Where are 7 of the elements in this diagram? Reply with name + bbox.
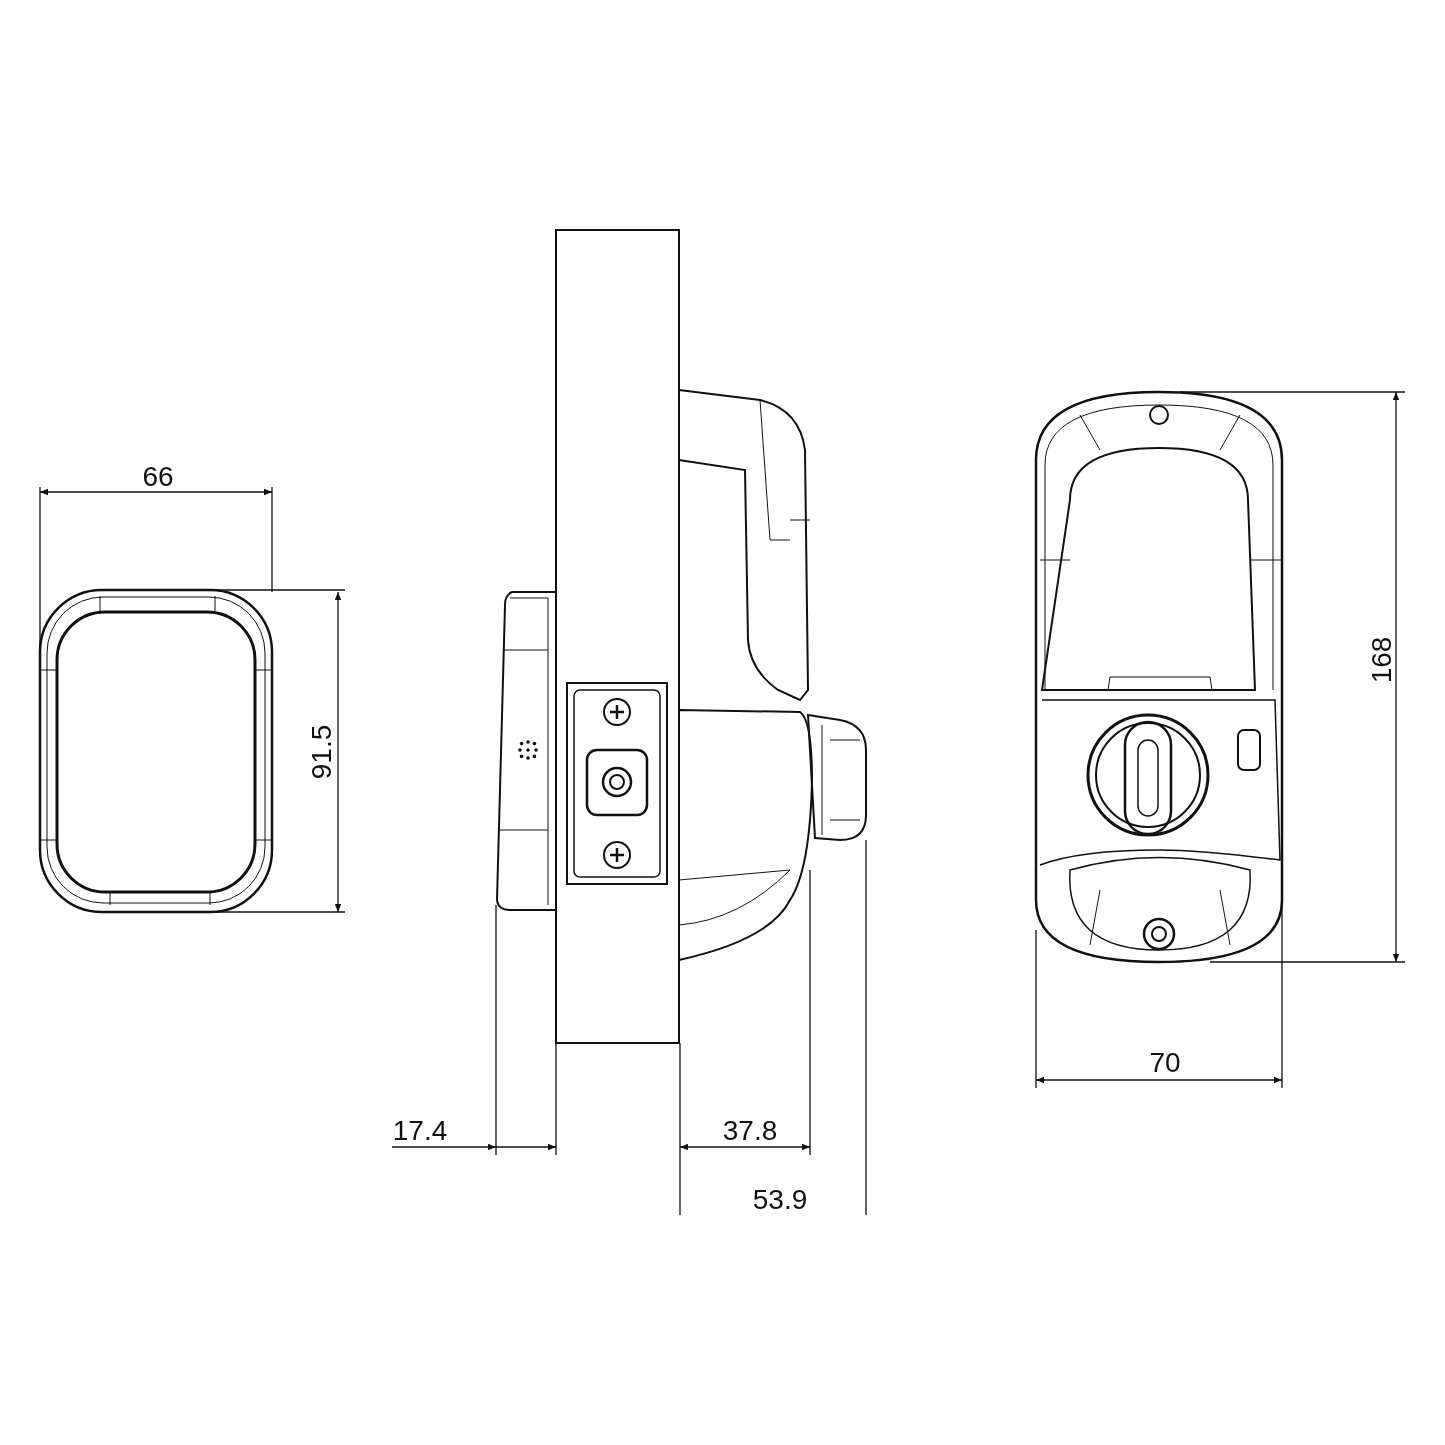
dimension-value: 91.5 [308, 724, 336, 780]
dimension-value: 37.8 [722, 1117, 778, 1145]
dimension-value: 168 [1368, 636, 1396, 684]
dimension-value: 53.9 [752, 1186, 808, 1214]
dimension-value: 66 [142, 463, 174, 491]
dimension-value: 17.4 [392, 1117, 448, 1145]
dimension-value: 70 [1149, 1049, 1181, 1077]
